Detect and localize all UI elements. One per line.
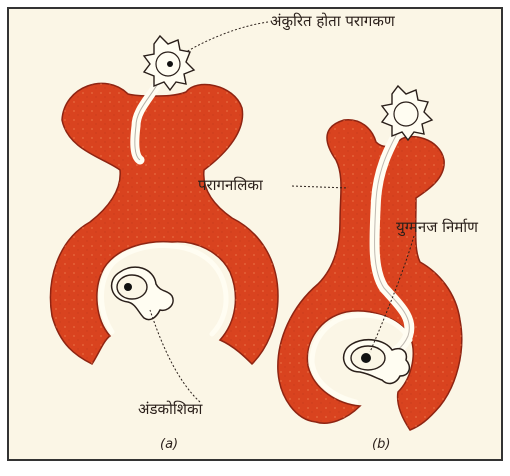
label-panel-a: (a) bbox=[160, 437, 178, 452]
label-pollen-tube: परागनलिका bbox=[198, 176, 264, 194]
egg-nucleus-a bbox=[124, 283, 132, 291]
label-ovule: अंडकोशिका bbox=[138, 400, 203, 418]
zygote-nucleus-b bbox=[361, 353, 371, 363]
label-germinating-pollen: अंकुरित होता परागकण bbox=[270, 12, 396, 31]
label-zygote-formation: युग्मनज निर्माण bbox=[396, 218, 479, 237]
label-panel-b: (b) bbox=[372, 437, 390, 452]
